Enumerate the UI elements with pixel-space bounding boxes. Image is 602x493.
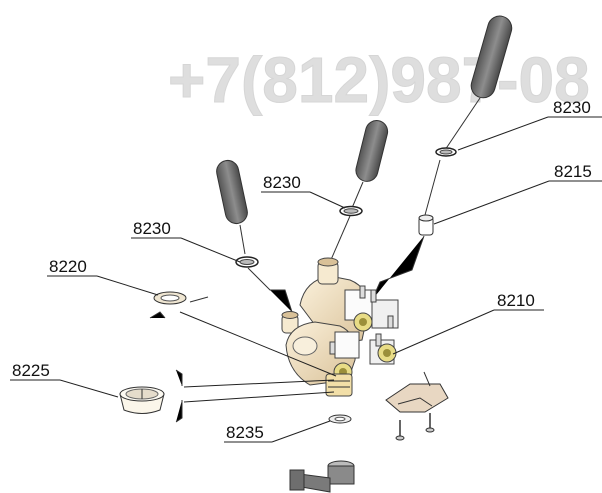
leader-lines xyxy=(10,116,602,443)
coupler-8215 xyxy=(371,214,434,301)
label-8220: 8220 xyxy=(49,257,87,276)
clamp-left xyxy=(235,256,259,268)
label-8235: 8235 xyxy=(226,423,264,442)
label-8230-left: 8230 xyxy=(133,219,171,238)
mounting-bracket xyxy=(385,371,449,413)
fill-cup-8225 xyxy=(119,386,165,414)
watermark-text: +7(812)987-08 xyxy=(168,44,590,116)
screw-left xyxy=(395,420,405,441)
tube-middle xyxy=(329,120,389,263)
tube-left xyxy=(216,159,293,313)
clamp-right xyxy=(435,147,457,157)
label-8230-middle: 8230 xyxy=(263,173,301,192)
clamp-middle xyxy=(339,205,363,217)
label-8215: 8215 xyxy=(554,162,592,181)
screw-right xyxy=(425,413,435,433)
inlet-hose-fitting xyxy=(289,460,355,493)
label-8230-right: 8230 xyxy=(553,98,591,117)
washer-8235 xyxy=(328,414,352,424)
brass-nut-lower xyxy=(377,343,397,363)
label-8225: 8225 xyxy=(12,361,50,380)
label-8210: 8210 xyxy=(497,291,535,310)
tube-right xyxy=(424,15,513,216)
water-valve-assembly xyxy=(281,257,399,397)
brass-nut-upper xyxy=(353,312,373,332)
washer-8220 xyxy=(149,291,209,319)
